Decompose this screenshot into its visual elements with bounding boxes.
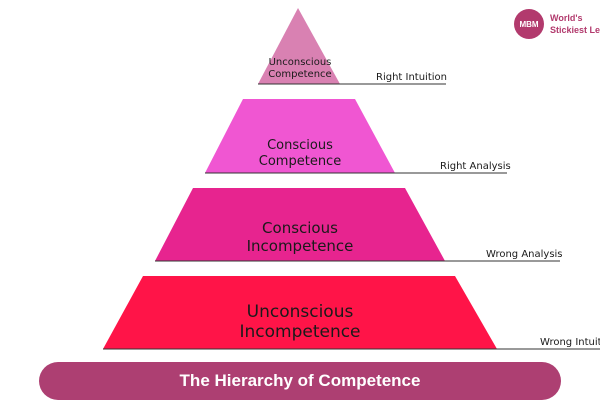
tier-1-label: Unconscious Competence — [268, 57, 332, 80]
tier-4-shape — [103, 276, 497, 349]
logo-badge: MBM — [514, 9, 544, 39]
side-label-right-analysis: Right Analysis — [440, 161, 511, 172]
side-label-wrong-intuition: Wrong Intuiti — [540, 337, 600, 348]
brand-logo: MBM World's Stickiest Learn — [514, 9, 600, 45]
logo-line-1: World's — [550, 13, 583, 23]
side-label-right-intuition: Right Intuition — [376, 72, 447, 83]
title-banner: The Hierarchy of Competence — [39, 362, 561, 400]
logo-line-2: Stickiest Learn — [550, 25, 600, 35]
logo-text: World's Stickiest Learn — [550, 12, 600, 36]
diagram-title: The Hierarchy of Competence — [179, 371, 421, 390]
tier-3-shape — [155, 188, 445, 261]
tier-2-label: Conscious Competence — [258, 138, 342, 169]
side-label-wrong-analysis: Wrong Analysis — [486, 249, 563, 260]
tier-2-shape — [205, 99, 395, 173]
tier-4-label: Unconscious Incompetence — [239, 301, 361, 342]
tier-3-label: Conscious Incompetence — [246, 219, 354, 255]
tier-1-shape — [258, 8, 340, 84]
